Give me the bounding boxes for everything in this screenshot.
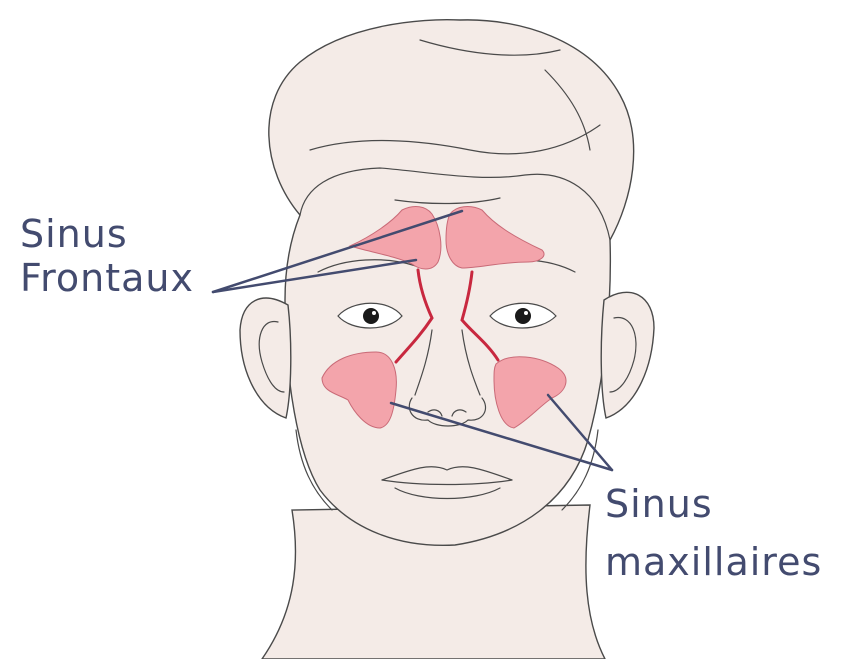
right-ear <box>601 292 654 418</box>
left-eye-glint <box>372 311 376 315</box>
label-sinus-frontaux: Sinus Frontaux <box>20 212 194 300</box>
head-outline <box>269 20 634 546</box>
label-maxillary-line1: Sinus <box>605 482 822 526</box>
label-sinus-maxillaires: Sinus maxillaires <box>605 482 822 584</box>
left-ear <box>240 298 291 418</box>
label-maxillary-line2: maxillaires <box>605 540 822 584</box>
right-eye-glint <box>524 311 528 315</box>
label-frontal-line1: Sinus <box>20 212 194 256</box>
label-frontal-line2: Frontaux <box>20 256 194 300</box>
right-pupil <box>515 308 531 324</box>
left-pupil <box>363 308 379 324</box>
